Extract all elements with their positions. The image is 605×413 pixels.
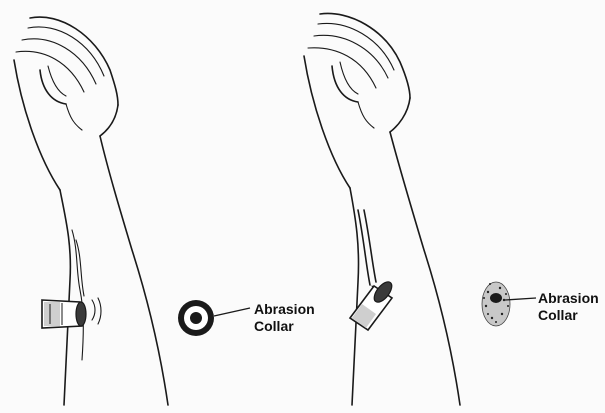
right-label-line1: Abrasion (538, 290, 599, 306)
wound-eccentric-collar (482, 282, 510, 326)
left-pointer-line (214, 308, 250, 316)
wound-concentric-collar (178, 300, 214, 336)
right-hand-forearm (304, 13, 460, 405)
left-label-line1: Abrasion (254, 301, 315, 317)
left-label-line2: Collar (254, 318, 294, 334)
right-label-line2: Collar (538, 307, 578, 323)
bullet-perpendicular (42, 300, 86, 328)
left-hand-forearm (14, 17, 168, 405)
